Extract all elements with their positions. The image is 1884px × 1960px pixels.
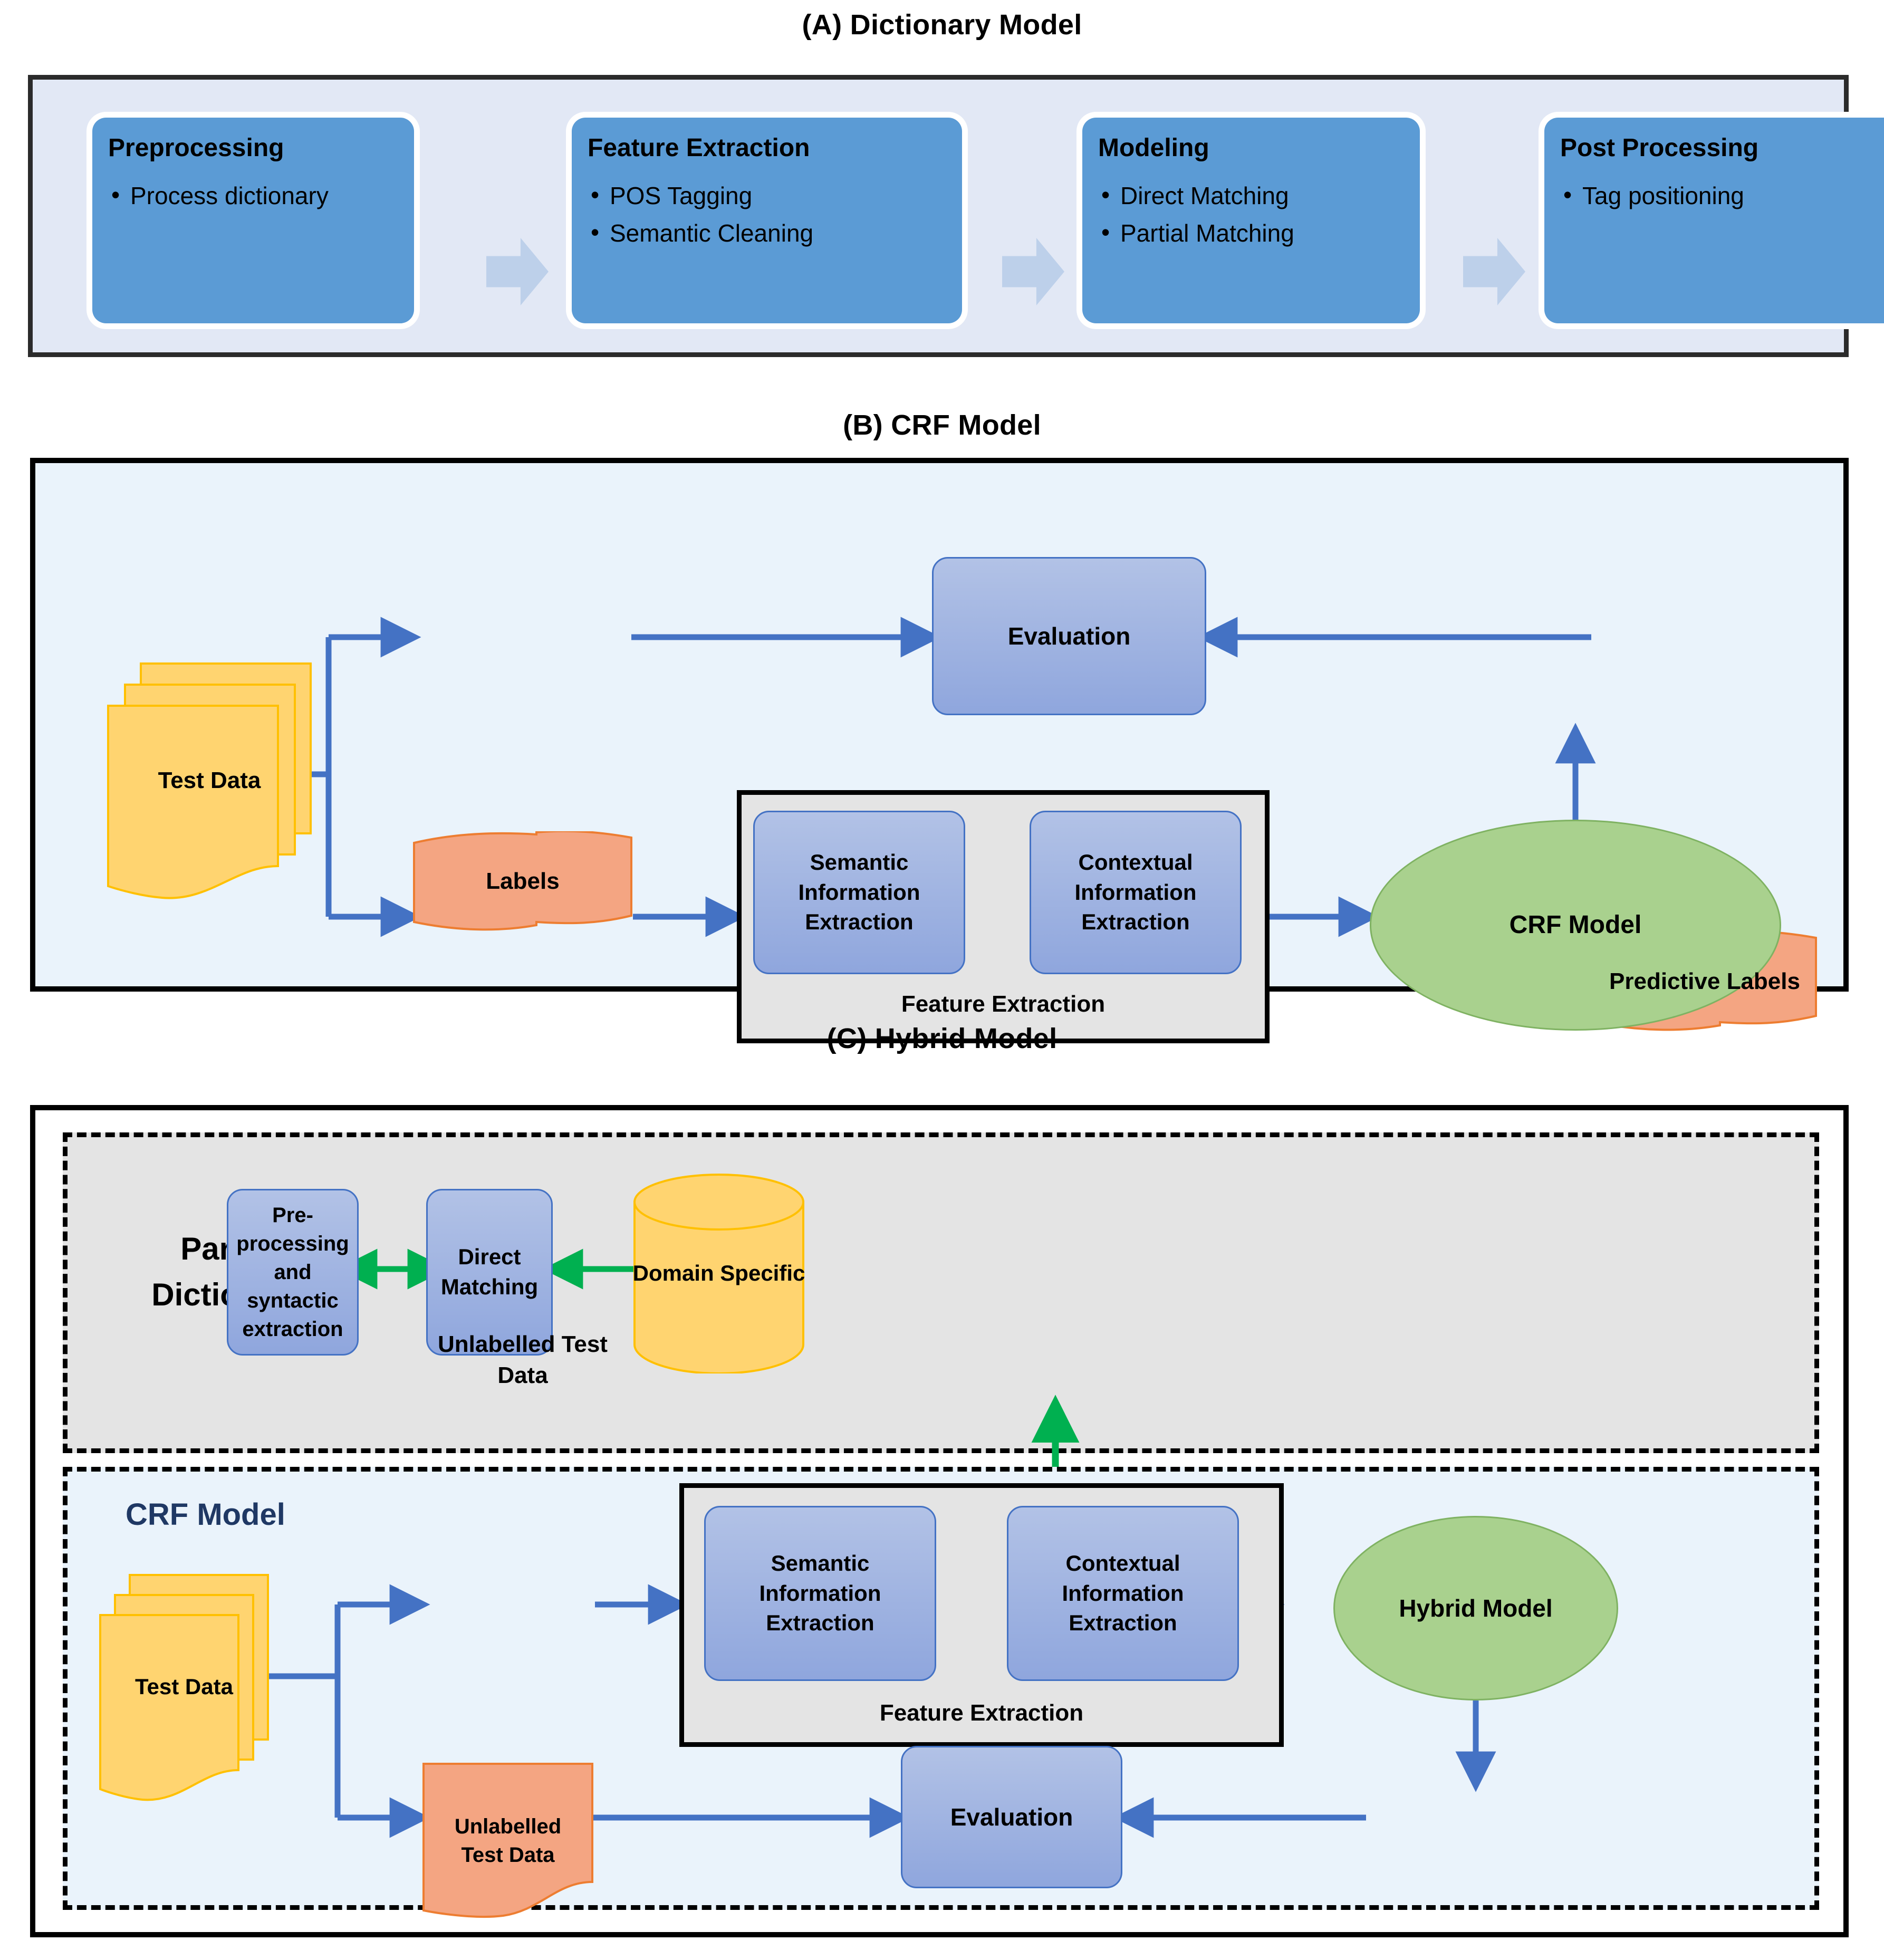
stage-title: Feature Extraction <box>588 134 810 162</box>
test-data-label: Test Data <box>158 767 261 794</box>
contextual-information-extraction-node[interactable]: Contextual Information Extraction <box>1007 1506 1239 1681</box>
partial-dictionary-group: Partial Dictionary Pre-processing and sy… <box>63 1132 1819 1453</box>
stage-bullet: Semantic Cleaning <box>588 214 946 252</box>
hybrid-model-label: Hybrid Model <box>1399 1594 1553 1622</box>
right-arrow-icon <box>1002 238 1064 305</box>
direct-matching-label: Direct Matching <box>440 1244 539 1299</box>
hybrid-crf-model-label: CRF Model <box>126 1497 285 1532</box>
stage-title: Post Processing <box>1560 134 1759 162</box>
semantic-information-extraction-node[interactable]: Semantic Information Extraction <box>704 1506 936 1681</box>
right-arrow-icon <box>1463 238 1525 305</box>
unlabelled-test-data-label: Unlabelled Test Data <box>438 1331 608 1388</box>
dictionary-model-panel: Preprocessing Process dictionary Feature… <box>28 75 1884 357</box>
preprocessing-label: Pre-processing and syntactic extraction <box>236 1204 349 1341</box>
direct-matching-node[interactable]: Direct Matching <box>426 1189 553 1356</box>
labels-label: Labels <box>486 868 560 895</box>
domain-specific-label: Domain Specific <box>632 1260 805 1285</box>
feature-extraction-box: Semantic Information Extraction Contextu… <box>737 790 1270 1043</box>
semantic-label: Semantic Information Extraction <box>759 1550 881 1636</box>
dictionary-stage-modeling[interactable]: Modeling Direct Matching Partial Matchin… <box>1082 118 1420 323</box>
hybrid-model-panel: Partial Dictionary Pre-processing and sy… <box>30 1105 1849 1937</box>
semantic-information-extraction-node[interactable]: Semantic Information Extraction <box>753 811 965 974</box>
hybrid-model-node[interactable]: Hybrid Model <box>1333 1516 1618 1700</box>
dictionary-stage-preprocessing[interactable]: Preprocessing Process dictionary <box>92 118 414 323</box>
dictionary-stage-post-processing[interactable]: Post Processing Tag positioning <box>1544 118 1884 323</box>
evaluation-label: Evaluation <box>950 1803 1073 1831</box>
feature-extraction-box: Semantic Information Extraction Contextu… <box>679 1483 1284 1747</box>
test-data-node[interactable]: Test Data <box>97 1571 271 1803</box>
stage-bullet: Process dictionary <box>108 176 398 215</box>
domain-specific-node[interactable]: Domain Specific <box>632 1173 806 1373</box>
stage-bullet: Tag positioning <box>1560 176 1884 215</box>
unlabelled-test-data-node[interactable]: Unlabelled Test Data <box>421 1762 595 1920</box>
crf-model-node[interactable]: CRF Model <box>1370 820 1781 1031</box>
feature-extraction-label: Feature Extraction <box>901 991 1106 1017</box>
predictive-labels-label: Predictive Labels <box>1609 968 1800 995</box>
contextual-label: Contextual Information Extraction <box>1074 849 1197 935</box>
crf-model-label: CRF Model <box>1509 910 1642 939</box>
semantic-label: Semantic Information Extraction <box>798 849 920 935</box>
test-data-node[interactable]: Test Data <box>104 659 315 902</box>
stage-bullet: Direct Matching <box>1098 176 1404 215</box>
hybrid-crf-group: CRF Model Test Data Unlabelled Test Data <box>63 1467 1819 1918</box>
evaluation-node[interactable]: Evaluation <box>932 557 1206 715</box>
contextual-information-extraction-node[interactable]: Contextual Information Extraction <box>1030 811 1242 974</box>
section-title-a: (A) Dictionary Model <box>802 9 1082 41</box>
stage-title: Modeling <box>1098 134 1209 162</box>
evaluation-label: Evaluation <box>1007 622 1131 650</box>
preprocessing-syntactic-node[interactable]: Pre-processing and syntactic extraction <box>227 1189 359 1356</box>
dictionary-stage-feature-extraction[interactable]: Feature Extraction POS Tagging Semantic … <box>572 118 962 323</box>
test-data-label: Test Data <box>135 1674 233 1699</box>
stage-bullet: POS Tagging <box>588 176 946 215</box>
labels-node[interactable]: Labels <box>412 831 633 931</box>
section-title-b: (B) CRF Model <box>843 409 1041 441</box>
crf-model-panel: Test Data Labels Evaluation Predictive L… <box>30 458 1849 1446</box>
stage-title: Preprocessing <box>108 134 284 162</box>
stage-bullet: Partial Matching <box>1098 214 1404 252</box>
unlabelled-test-data-label: Unlabelled Test Data <box>454 1815 562 1867</box>
right-arrow-icon <box>486 238 549 305</box>
feature-extraction-label: Feature Extraction <box>879 1700 1084 1726</box>
section-title-c: (C) Hybrid Model <box>826 1023 1058 1054</box>
evaluation-node[interactable]: Evaluation <box>901 1746 1122 1888</box>
contextual-label: Contextual Information Extraction <box>1062 1550 1184 1636</box>
